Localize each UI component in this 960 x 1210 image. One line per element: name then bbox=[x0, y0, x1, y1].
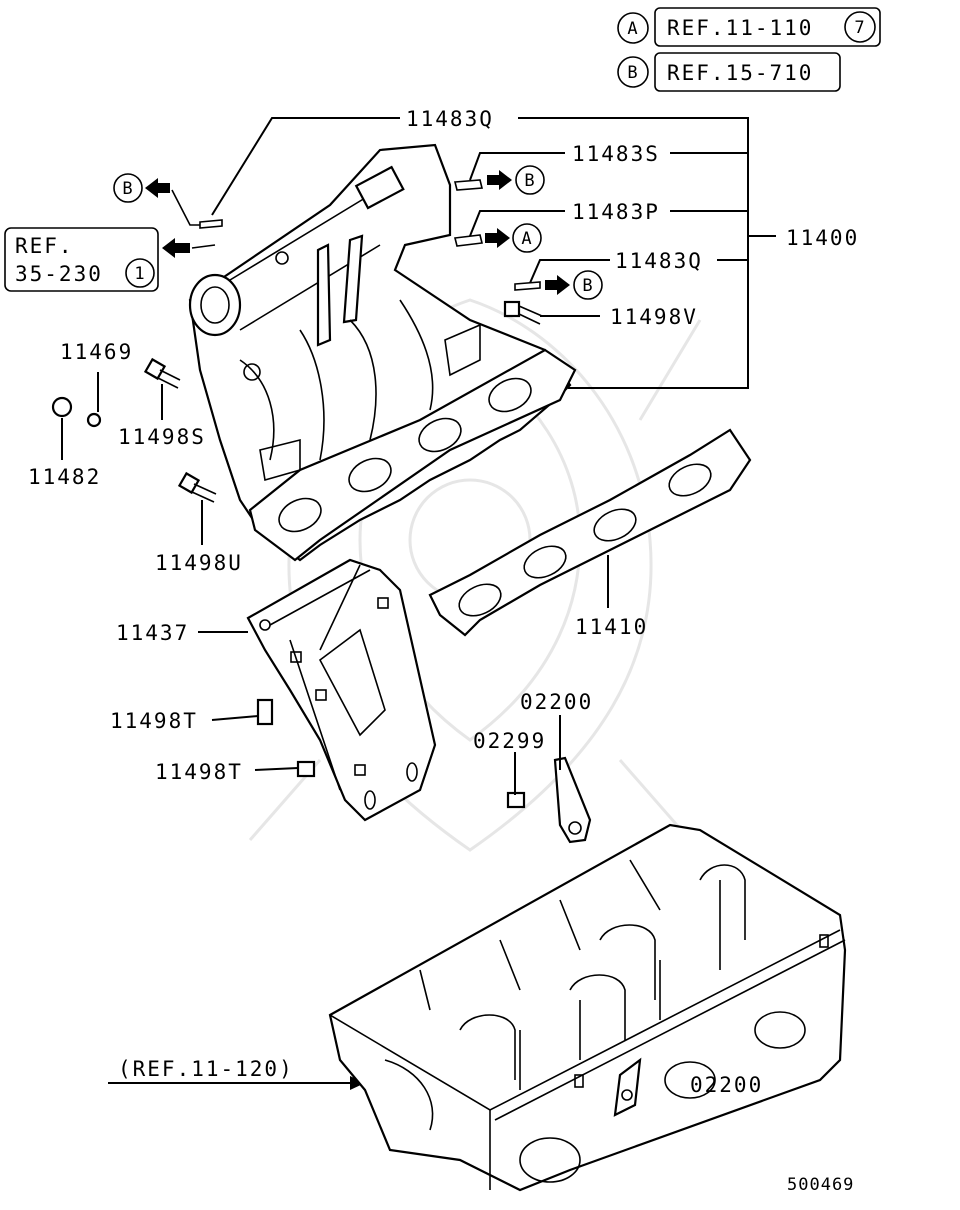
stud-11483S bbox=[453, 179, 484, 191]
pin-11483Q-top bbox=[199, 219, 223, 229]
label-02200-bottom: 02200 bbox=[690, 1073, 763, 1097]
label-11437: 11437 bbox=[116, 621, 189, 645]
label-11498V: 11498V bbox=[610, 305, 698, 329]
bolt-11498T-a bbox=[256, 698, 274, 726]
label-ref-head: (REF.11-120) bbox=[118, 1057, 294, 1081]
manifold-flange bbox=[248, 348, 577, 562]
arrow-to-b-11483S: B bbox=[487, 165, 545, 195]
bolt-11498V bbox=[503, 300, 543, 325]
arrow-to-ref-left bbox=[162, 238, 216, 258]
ref-b-text: REF.15-710 bbox=[667, 61, 813, 85]
ref-b-box: B REF.15-710 bbox=[617, 52, 841, 92]
arrow-to-b-left: B bbox=[113, 173, 200, 226]
label-11483S: 11483S bbox=[572, 142, 660, 166]
ref-a-num: 7 bbox=[854, 18, 865, 38]
bolt-11498U bbox=[177, 471, 217, 503]
label-11410: 11410 bbox=[575, 615, 648, 639]
manifold-gasket bbox=[428, 428, 752, 637]
marker-b-11483Q: B bbox=[582, 276, 593, 296]
diagram-id: 500469 bbox=[787, 1175, 854, 1195]
bolt-11498T-b bbox=[296, 760, 316, 778]
arrow-to-b-11483Q: B bbox=[545, 270, 603, 300]
bolt-02299 bbox=[506, 791, 526, 809]
manifold-bracket bbox=[246, 558, 437, 822]
label-11498T-a: 11498T bbox=[110, 709, 198, 733]
label-11483Q-mid: 11483Q bbox=[615, 249, 703, 273]
label-11469: 11469 bbox=[60, 340, 133, 364]
pin-11483Q-mid bbox=[514, 281, 541, 291]
label-11498U: 11498U bbox=[155, 551, 243, 575]
label-11498S: 11498S bbox=[118, 425, 206, 449]
marker-b-left: B bbox=[122, 179, 133, 199]
ref-b-letter: B bbox=[627, 63, 638, 83]
arrow-to-a-11483P: A bbox=[485, 223, 542, 253]
ref-a-letter: A bbox=[627, 19, 638, 39]
marker-b-11483S: B bbox=[524, 171, 535, 191]
bolt-11498S bbox=[143, 357, 181, 389]
ref-left-line2: 35-230 bbox=[15, 262, 103, 286]
small-bracket bbox=[553, 756, 592, 844]
stud-11483P bbox=[454, 234, 483, 247]
marker-a-11483P: A bbox=[521, 229, 532, 249]
label-11482: 11482 bbox=[28, 465, 101, 489]
label-11483P: 11483P bbox=[572, 200, 660, 224]
ref-left-num: 1 bbox=[134, 264, 145, 284]
ref-left-line1: REF. bbox=[15, 234, 74, 258]
nut-11482 bbox=[51, 396, 73, 418]
label-11483Q-top: 11483Q bbox=[406, 107, 494, 131]
ref-a-box: A REF.11-110 7 bbox=[617, 7, 881, 47]
label-11498T-b: 11498T bbox=[155, 760, 243, 784]
label-02200-top: 02200 bbox=[520, 690, 593, 714]
label-11400: 11400 bbox=[786, 226, 859, 250]
label-02299: 02299 bbox=[473, 729, 546, 753]
washer-11469 bbox=[86, 412, 102, 428]
ref-left-box: REF. 35-230 1 bbox=[4, 227, 159, 292]
cylinder-head bbox=[328, 823, 847, 1192]
intake-manifold bbox=[188, 143, 577, 562]
ref-a-text: REF.11-110 bbox=[667, 16, 813, 40]
